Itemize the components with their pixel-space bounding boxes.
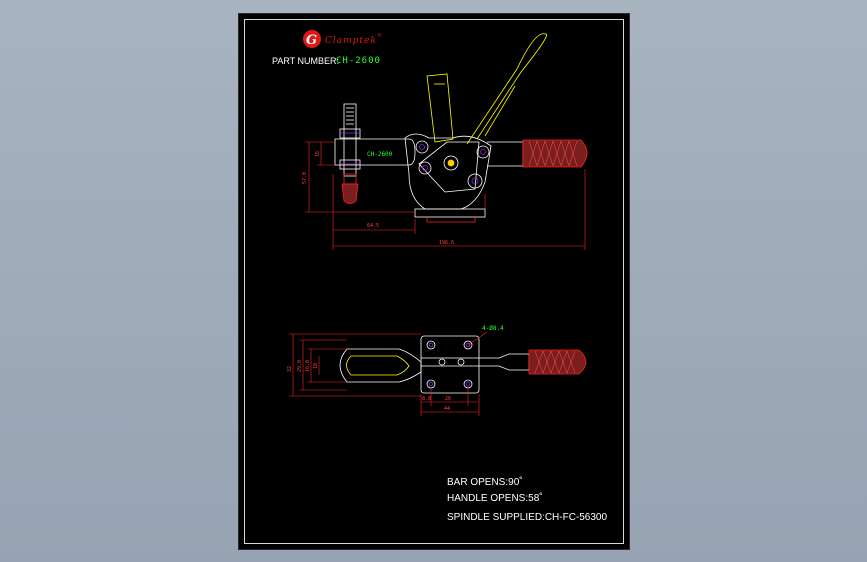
logo-registered: ® bbox=[377, 32, 382, 39]
body-part-label: CH-2600 bbox=[367, 151, 393, 158]
plan-handle-shank bbox=[421, 353, 530, 371]
logo-mark bbox=[303, 30, 321, 48]
linkage-arm bbox=[418, 141, 480, 193]
spindle-tip-neck bbox=[343, 173, 357, 185]
dim-plan-h3: 16.0 bbox=[305, 360, 311, 372]
plan-base-plate bbox=[420, 335, 480, 394]
logo-letter: G bbox=[306, 33, 317, 48]
notes: BAR OPENS:90˚ HANDLE OPENS:58˚ SPINDLE S… bbox=[447, 476, 607, 523]
plan-clamp-bar bbox=[339, 348, 422, 383]
pivot-holes bbox=[415, 140, 490, 189]
part-number-value: CH-2600 bbox=[336, 56, 381, 66]
note-spindle: SPINDLE SUPPLIED:CH-FC-56300 bbox=[447, 512, 607, 523]
plan-view: 32 29.0 16.0 10 8.8 26 44 4-Ø8.4 bbox=[287, 325, 587, 416]
clamptek-logo: G Clamptek ® bbox=[303, 30, 382, 48]
plan-bar-slot bbox=[346, 355, 410, 376]
dim-left-height: 57.0 bbox=[302, 172, 308, 184]
dim-holes: 4-Ø8.4 bbox=[482, 325, 504, 332]
mounting-holes bbox=[426, 340, 473, 389]
drawing-sheet: G Clamptek ® PART NUMBER: CH-2600 bbox=[238, 13, 630, 550]
grip-knurl bbox=[528, 140, 578, 167]
base-foot bbox=[426, 217, 476, 223]
dim-plan-w2: 26 bbox=[445, 396, 451, 402]
dim-plan-h4: 10 bbox=[313, 363, 319, 369]
side-dimensions bbox=[305, 141, 586, 250]
handle-grip bbox=[522, 139, 588, 168]
handle-open-ghost bbox=[426, 33, 547, 145]
note-handle-opens: HANDLE OPENS:58˚ bbox=[447, 492, 543, 504]
dim-overall-width: 196.6 bbox=[439, 240, 454, 246]
dim-plan-h1: 32 bbox=[287, 366, 293, 372]
base-plate bbox=[414, 208, 486, 218]
drawing-frame bbox=[244, 19, 624, 544]
part-number-label: PART NUMBER: bbox=[272, 56, 339, 66]
plan-dimensions bbox=[289, 331, 488, 416]
clamp-bar bbox=[334, 138, 416, 166]
handle-shank bbox=[487, 141, 524, 167]
dim-mid-width: 64.5 bbox=[367, 223, 379, 229]
spindle-rubber-tip bbox=[341, 183, 359, 204]
side-view: CH-2600 bbox=[302, 33, 588, 250]
cad-drawing: G Clamptek ® PART NUMBER: CH-2600 bbox=[272, 30, 607, 523]
dim-plan-h2: 29.0 bbox=[297, 360, 303, 372]
dim-left-small: 16 bbox=[315, 151, 321, 157]
spindle-nuts bbox=[340, 132, 360, 165]
clamp-body bbox=[404, 133, 492, 210]
logo-brand: Clamptek bbox=[325, 36, 377, 46]
note-bar-opens: BAR OPENS:90˚ bbox=[447, 476, 523, 488]
spindle bbox=[339, 103, 361, 177]
dim-plan-w3: 44 bbox=[444, 406, 450, 412]
dim-plan-w1: 8.8 bbox=[422, 396, 431, 402]
plan-grip-knurl bbox=[534, 350, 576, 374]
plan-handle-grip bbox=[528, 349, 587, 375]
